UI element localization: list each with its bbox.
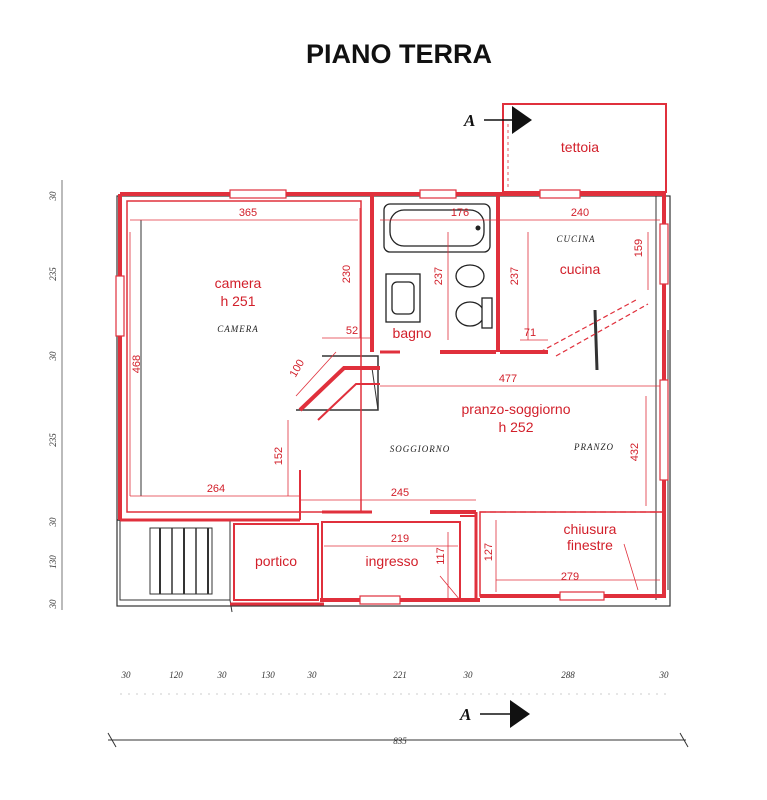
dim-bath-height: 237: [433, 267, 445, 285]
room-labels: camera h 251 CAMERA bagno CUCINA cucina …: [215, 139, 617, 569]
side-scale-1: 235: [48, 267, 58, 281]
dim-kitchen-right: 159: [633, 239, 645, 257]
bidet-icon: [455, 264, 485, 288]
side-scale-2: 30: [48, 351, 58, 362]
bathroom-fixtures: [383, 203, 493, 329]
room-soggiorno-height: h 252: [498, 419, 533, 435]
dim-living-height: 432: [629, 443, 641, 461]
room-ingresso-name: ingresso: [366, 553, 419, 569]
bottom-scale-values: 30 120 30 130 30 221 30 288 30 835: [121, 670, 670, 746]
dimension-lines: [129, 124, 660, 601]
bottom-scale-1: 120: [169, 670, 183, 680]
room-pranzo-tag: PRANZO: [573, 442, 614, 452]
total-width: 835: [393, 736, 407, 746]
dim-bath-width: 176: [451, 207, 469, 219]
dim-kitchen-door: 71: [524, 327, 536, 339]
dim-corridor-a: 52: [346, 325, 358, 337]
dim-camera-width: 365: [239, 207, 257, 219]
side-scale-3: 235: [48, 433, 58, 447]
bottom-scale-7: 288: [561, 670, 575, 680]
dim-corridor-b: 100: [288, 358, 308, 380]
dim-kitchen-height: 237: [509, 267, 521, 285]
bottom-scale-6: 30: [463, 670, 474, 680]
room-portico-name: portico: [255, 553, 297, 569]
section-marker-bottom-label: A: [459, 705, 471, 724]
windows: [115, 189, 669, 605]
dim-camera-closet: 230: [341, 265, 353, 283]
stairs: [149, 527, 213, 595]
plan-title: PIANO TERRA: [306, 39, 492, 69]
bathtub-basin-icon: [389, 209, 485, 247]
section-marker-top-label: A: [463, 111, 475, 130]
toilet-icon: [455, 301, 485, 327]
note-chiusura-line1: chiusura: [564, 521, 617, 537]
dimension-values: 365 468 230 264 176 237 240 237 159 71 5…: [131, 207, 645, 583]
dim-kitchen-width: 240: [571, 207, 589, 219]
room-camera-name: camera: [215, 275, 262, 291]
room-bagno-name: bagno: [393, 325, 432, 341]
dim-porch-height: 127: [483, 543, 495, 561]
dim-entrance-inner: 219: [391, 533, 409, 545]
dim-corridor-c: 152: [273, 447, 285, 465]
side-scale-values: 30 235 30 235 30 130 30: [48, 191, 58, 610]
room-cucina-name: cucina: [560, 261, 601, 277]
room-soggiorno-name: pranzo-soggiorno: [462, 401, 571, 417]
room-camera-tag: CAMERA: [217, 324, 259, 334]
side-scale-5: 130: [48, 555, 58, 569]
side-scale-0: 30: [48, 191, 58, 202]
bottom-scale-8: 30: [659, 670, 670, 680]
side-scale-4: 30: [48, 517, 58, 528]
room-soggiorno-tag: SOGGIORNO: [390, 444, 451, 454]
bottom-scale-4: 30: [307, 670, 318, 680]
section-marker-bottom: A: [459, 700, 530, 728]
arrow-right-icon: [510, 700, 530, 728]
dim-living-width: 477: [499, 373, 517, 385]
reference-scales: [61, 180, 689, 748]
section-marker-top: A: [463, 106, 532, 134]
arrow-right-icon: [512, 106, 532, 134]
bottom-scale-0: 30: [121, 670, 132, 680]
bottom-scale-2: 30: [217, 670, 228, 680]
bottom-scale-5: 221: [393, 670, 407, 680]
room-cucina-tag: CUCINA: [556, 234, 595, 244]
room-tettoia-name: tettoia: [561, 139, 599, 155]
dim-entrance-height: 117: [435, 547, 447, 565]
bottom-scale-3: 130: [261, 670, 275, 680]
side-scale-6: 30: [48, 599, 58, 610]
dim-porch-right: 279: [561, 571, 579, 583]
dim-camera-height: 468: [131, 355, 143, 373]
room-camera-height: h 251: [220, 293, 255, 309]
dim-entrance-width: 245: [391, 487, 409, 499]
dim-camera-bottom: 264: [207, 483, 225, 495]
note-chiusura-line2: finestre: [567, 537, 613, 553]
